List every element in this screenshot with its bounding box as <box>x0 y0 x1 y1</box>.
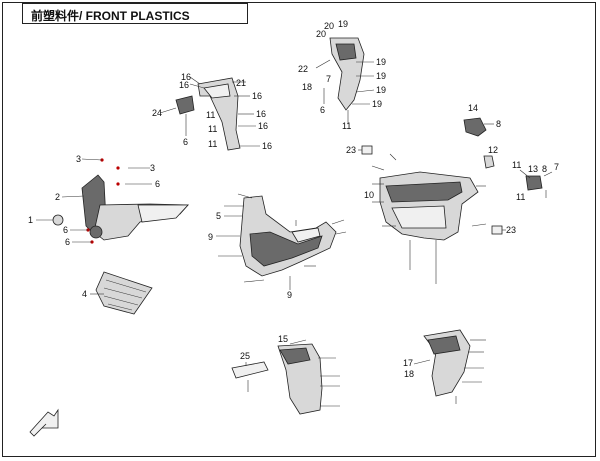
callout: 22 <box>298 64 308 74</box>
sticker-23 <box>361 145 373 155</box>
front-grille-insert <box>137 204 189 223</box>
callout: 25 <box>240 351 250 361</box>
front-frame-cover <box>216 193 347 290</box>
callout: 6 <box>65 237 70 247</box>
callout: 23 <box>346 145 356 155</box>
callout: 19 <box>372 99 382 109</box>
small-parts-12-13 <box>483 155 553 198</box>
callout: 11 <box>516 192 525 202</box>
step-plate <box>231 361 269 379</box>
callout: 9 <box>287 290 292 300</box>
callout: 16 <box>181 72 191 82</box>
callout: 4 <box>82 289 87 299</box>
callout: 15 <box>278 334 288 344</box>
callout: 16 <box>256 109 266 119</box>
front-emblem <box>89 225 103 239</box>
callout: 11 <box>206 110 215 120</box>
callout: 6 <box>63 225 68 235</box>
callout: 19 <box>376 57 386 67</box>
callout-labels: 3 3 6 2 1 6 6 4 16 16 21 16 16 16 16 24 … <box>28 19 559 379</box>
callout: 21 <box>236 78 246 88</box>
callout: 6 <box>183 137 188 147</box>
dash-panel <box>379 171 479 241</box>
callout: 6 <box>320 105 325 115</box>
diagram-border <box>2 2 596 457</box>
callout: 8 <box>496 119 501 129</box>
callout: 23 <box>506 225 516 235</box>
callout: 3 <box>150 163 155 173</box>
callout: 7 <box>554 162 559 172</box>
callout: 16 <box>252 91 262 101</box>
callout: 7 <box>326 74 331 84</box>
callout: 5 <box>216 211 221 221</box>
clip-12 <box>483 155 495 169</box>
callout: 16 <box>258 121 268 131</box>
callout: 11 <box>208 139 217 149</box>
clip-13 <box>525 175 543 191</box>
title-box: 前塑料件/ FRONT PLASTICS <box>22 3 248 24</box>
callout: 12 <box>488 145 498 155</box>
front-fascia-assembly <box>36 158 189 315</box>
callout: 9 <box>208 232 213 242</box>
grommet-part-1 <box>52 214 64 226</box>
callout: 19 <box>376 85 386 95</box>
small-bracket-14 <box>463 117 494 137</box>
callout: 6 <box>155 179 160 189</box>
fastener-dot <box>116 166 120 170</box>
callout: 11 <box>342 121 351 131</box>
callout: 19 <box>338 19 348 29</box>
sticker-23 <box>491 225 503 235</box>
callout: 1 <box>28 215 33 225</box>
front-direction-arrow-icon <box>29 408 59 437</box>
page-title: 前塑料件/ FRONT PLASTICS <box>31 9 190 23</box>
callout: 16 <box>179 80 189 90</box>
dash-body-panel <box>358 145 506 284</box>
callout: 2 <box>55 192 60 202</box>
lower-side-panel-assembly <box>413 329 486 404</box>
fender-bracket-assembly-left <box>159 76 260 151</box>
callout: 11 <box>208 124 217 134</box>
bracket-clip <box>175 95 195 115</box>
callout: 20 <box>324 21 334 31</box>
callout: 10 <box>364 190 374 200</box>
callout: 11 <box>512 160 521 170</box>
callout: 8 <box>542 164 547 174</box>
upper-side-panel-assembly <box>315 37 375 124</box>
callout: 13 <box>528 164 538 174</box>
footwell-assembly <box>231 339 340 415</box>
callout: 16 <box>262 141 272 151</box>
callout: 18 <box>302 82 312 92</box>
callout: 24 <box>152 108 162 118</box>
small-bracket <box>463 117 487 137</box>
callout: 14 <box>468 103 478 113</box>
front-skid-plate <box>95 271 153 315</box>
callout: 19 <box>376 71 386 81</box>
fastener-dot <box>116 182 120 186</box>
callout: 18 <box>404 369 414 379</box>
callout: 20 <box>316 29 326 39</box>
callout: 3 <box>76 154 81 164</box>
callout: 17 <box>403 358 413 368</box>
